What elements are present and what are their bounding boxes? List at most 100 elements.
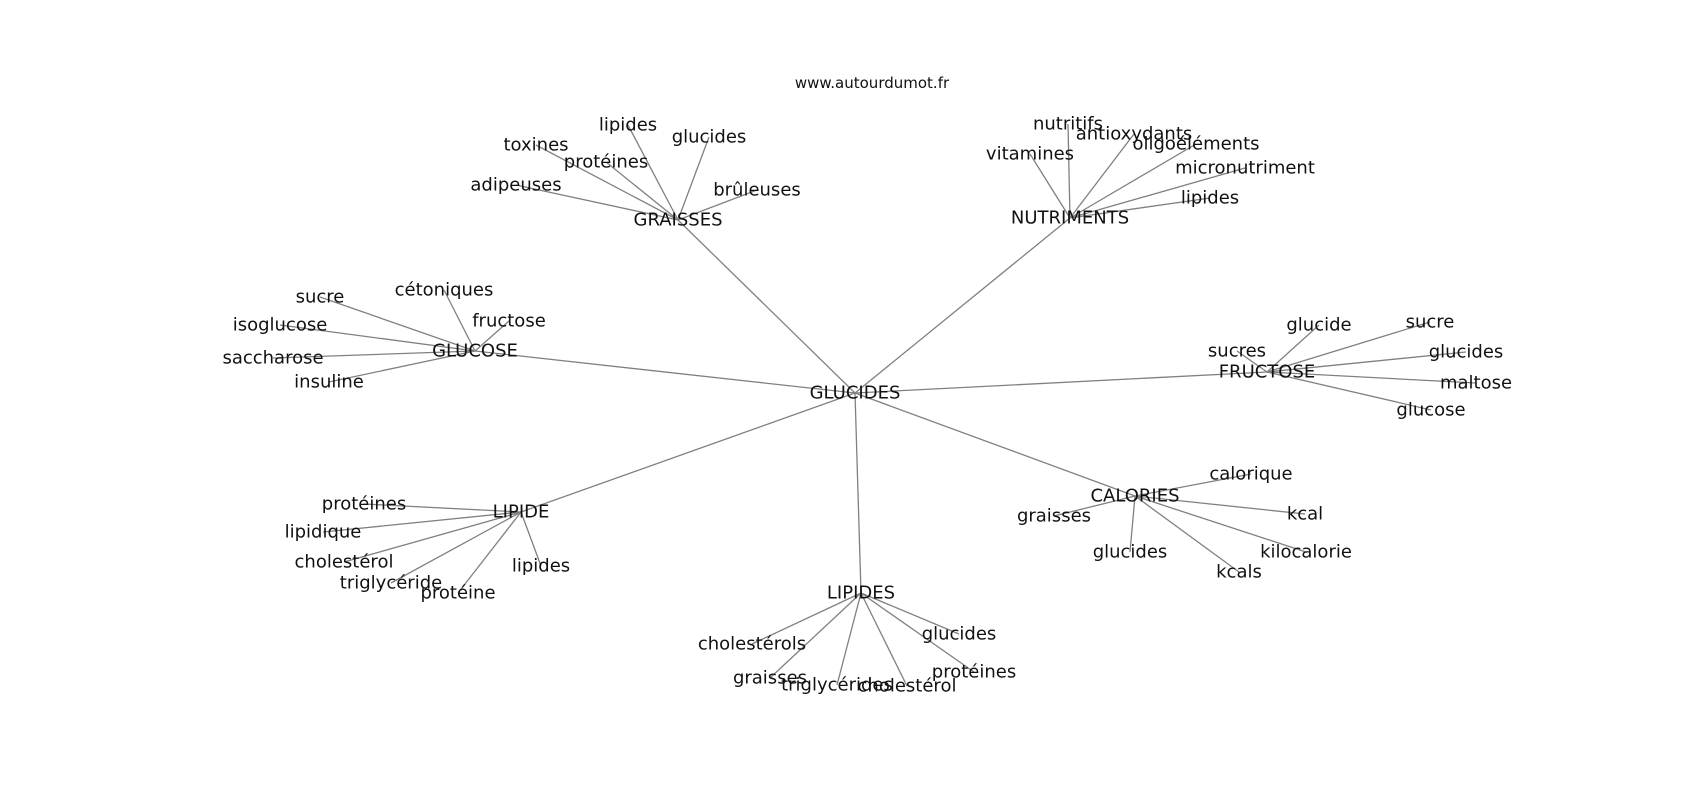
edge-nutriments-to-child [1029, 153, 1071, 219]
edge-nutriments-to-child [1069, 167, 1246, 219]
cluster-node-calories: CALORIES [1090, 486, 1179, 507]
edge-lipide-to-child [322, 511, 522, 533]
edge-fructose-to-child [1266, 371, 1432, 411]
leaf-node: protéine [420, 583, 495, 604]
leaf-node: glucides [1429, 342, 1504, 363]
leaf-node: saccharose [222, 348, 323, 369]
leaf-node: micronutriment [1175, 158, 1315, 179]
edge-root-to-graisses [677, 219, 856, 394]
edge-graisses-to-child [535, 144, 679, 221]
edge-glucose-to-child [474, 320, 510, 352]
leaf-node: sucre [296, 287, 345, 308]
edge-lipide-to-child [390, 511, 522, 584]
leaf-node: brûleuses [713, 180, 801, 201]
edge-lipides-to-child [860, 592, 960, 635]
cluster-node-fructose: FRUCTOSE [1219, 362, 1316, 383]
leaf-node: lipides [512, 556, 570, 577]
leaf-node: graisses [1017, 506, 1091, 527]
edge-lipide-to-child [520, 511, 542, 567]
cluster-node-lipide: LIPIDE [493, 502, 550, 523]
leaf-node: triglycérides [781, 675, 893, 696]
leaf-node: glucides [1093, 542, 1168, 563]
edge-glucose-to-child [328, 350, 476, 383]
edge-nutriments-to-child [1069, 143, 1197, 219]
leaf-node: sucre [1406, 312, 1455, 333]
edge-root-to-fructose [854, 371, 1268, 394]
leaf-node: cétoniques [395, 280, 494, 301]
leaf-node: kcals [1216, 562, 1262, 583]
leaf-node: kilocalorie [1260, 542, 1352, 563]
edge-calories-to-child [1134, 495, 1306, 515]
leaf-node: graisses [733, 668, 807, 689]
edge-nutriments-to-child [1069, 133, 1135, 219]
leaf-node: sucres [1208, 341, 1266, 362]
edge-glucose-to-child [443, 289, 476, 352]
leaf-node: lipidique [285, 522, 362, 543]
cluster-node-lipides: LIPIDES [827, 583, 895, 604]
leaf-node: nutritifs [1033, 114, 1103, 135]
edge-calories-to-child [1053, 495, 1136, 517]
leaf-node: protéines [932, 662, 1016, 683]
edge-glucose-to-child [279, 324, 476, 352]
source-url: www.autourdumot.fr [795, 74, 950, 92]
edge-lipide-to-child [343, 511, 522, 563]
leaf-node: maltose [1440, 373, 1512, 394]
leaf-node: glucides [922, 624, 997, 645]
leaf-node: antioxydants [1076, 124, 1193, 145]
edge-graisses-to-child [515, 184, 679, 221]
edge-root-to-lipide [520, 392, 856, 513]
edge-lipide-to-child [457, 511, 522, 594]
leaf-node: lipides [599, 115, 657, 136]
leaf-node: protéines [564, 152, 648, 173]
edge-graisses-to-child [677, 189, 758, 221]
edge-calories-to-child [1129, 495, 1136, 553]
edge-fructose-to-child [1266, 371, 1477, 384]
edge-lipides-to-child [860, 592, 908, 687]
edge-graisses-to-child [605, 161, 679, 221]
edge-calories-to-child [1134, 495, 1240, 573]
leaf-node: calorique [1209, 464, 1292, 485]
leaf-node: glucide [1286, 315, 1351, 336]
root-node: GLUCIDES [810, 383, 901, 404]
edge-glucose-to-child [272, 350, 476, 359]
leaf-node: lipides [1181, 188, 1239, 209]
leaf-node: adipeuses [470, 175, 561, 196]
leaf-node: glucides [672, 127, 747, 148]
edge-nutriments-to-child [1067, 123, 1071, 219]
edge-root-to-lipides [854, 392, 862, 594]
cluster-node-nutriments: NUTRIMENTS [1011, 208, 1129, 229]
leaf-node: cholestérol [295, 552, 394, 573]
edge-lipides-to-child [751, 592, 862, 645]
edge-lipides-to-child [769, 592, 862, 679]
leaf-node: kcal [1287, 504, 1323, 525]
leaf-node: insuline [294, 372, 364, 393]
graph-edges [272, 123, 1477, 687]
edge-root-to-calories [854, 392, 1136, 497]
leaf-node: glucose [1396, 400, 1465, 421]
leaf-node: protéines [322, 494, 406, 515]
leaf-node: isoglucose [233, 315, 328, 336]
edge-nutriments-to-child [1069, 197, 1211, 219]
leaf-node: cholestérol [858, 676, 957, 697]
edge-glucose-to-child [319, 296, 476, 352]
leaf-node: oligoéléments [1132, 134, 1259, 155]
edge-calories-to-child [1134, 495, 1307, 553]
edge-lipides-to-child [836, 592, 862, 686]
edge-fructose-to-child [1266, 324, 1320, 373]
edge-fructose-to-child [1236, 350, 1268, 373]
cluster-node-glucose: GLUCOSE [432, 341, 518, 362]
edge-lipide-to-child [363, 503, 522, 513]
leaf-node: fructose [472, 311, 546, 332]
graph-labels: GLUCIDESGRAISSESlipidesglucidestoxinespr… [222, 114, 1512, 697]
edge-root-to-glucose [474, 350, 856, 394]
edge-fructose-to-child [1266, 351, 1467, 373]
edge-fructose-to-child [1266, 321, 1431, 373]
leaf-node: vitamines [986, 144, 1074, 165]
edge-calories-to-child [1134, 473, 1252, 497]
edge-root-to-nutriments [854, 217, 1071, 394]
cluster-node-graisses: GRAISSES [634, 210, 723, 231]
edge-lipides-to-child [860, 592, 975, 673]
edge-graisses-to-child [677, 136, 710, 221]
leaf-node: cholestérols [698, 634, 806, 655]
